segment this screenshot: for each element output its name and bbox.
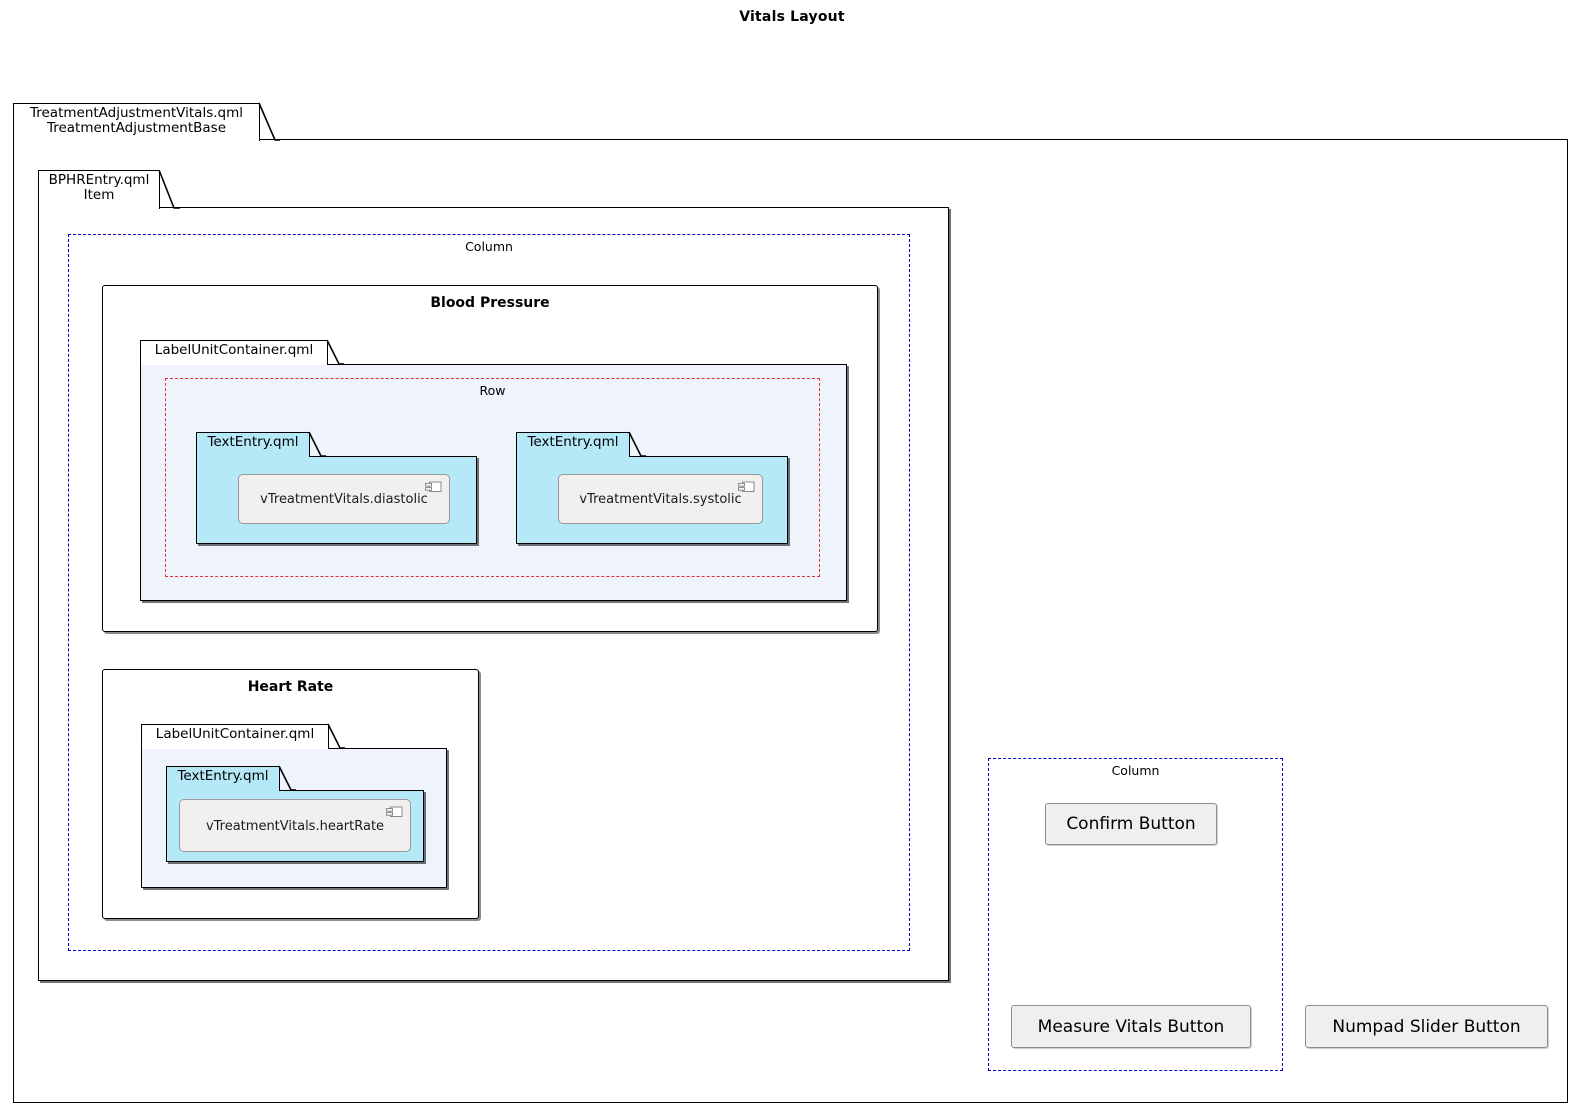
package-bphr-tab-line1: BPHREntry.qml bbox=[48, 172, 150, 188]
component-vtreatmentvitals-systolic-label: vTreatmentVitals.systolic bbox=[579, 492, 742, 508]
diagram-title: Vitals Layout bbox=[739, 9, 845, 25]
package-bphr-tab-line2: Item bbox=[83, 187, 115, 204]
layout-frame-column-actions-label: Column bbox=[1111, 763, 1160, 778]
confirm-button-label: Confirm Button bbox=[1066, 814, 1196, 834]
component-vtreatmentvitals-systolic[interactable]: vTreatmentVitals.systolic bbox=[558, 474, 763, 524]
layout-frame-column-main: Column bbox=[68, 234, 910, 951]
package-text-entry-diastolic-tab: TextEntry.qml bbox=[196, 432, 310, 457]
package-label-unit-container-hr-tab: LabelUnitContainer.qml bbox=[141, 724, 329, 749]
package-text-entry-heartrate-tab-label: TextEntry.qml bbox=[177, 768, 269, 784]
layout-frame-column-main-label: Column bbox=[465, 239, 513, 254]
package-text-entry-systolic-tab: TextEntry.qml bbox=[516, 432, 630, 457]
package-text-entry-heartrate-tab: TextEntry.qml bbox=[166, 766, 280, 791]
confirm-button[interactable]: Confirm Button bbox=[1045, 803, 1217, 845]
layout-frame-row: Row bbox=[165, 378, 820, 577]
package-text-entry-diastolic-tab-label: TextEntry.qml bbox=[207, 434, 299, 450]
numpad-slider-button[interactable]: Numpad Slider Button bbox=[1305, 1005, 1548, 1048]
package-label-unit-container-hr-tab-label: LabelUnitContainer.qml bbox=[155, 726, 315, 742]
measure-vitals-button[interactable]: Measure Vitals Button bbox=[1011, 1005, 1251, 1048]
uml-component-icon bbox=[738, 481, 755, 492]
component-vtreatmentvitals-heartrate[interactable]: vTreatmentVitals.heartRate bbox=[179, 799, 411, 852]
package-root-tab-line2: TreatmentAdjustmentBase bbox=[46, 120, 227, 137]
package-treatment-adjustment-vitals-tab: TreatmentAdjustmentVitals.qml TreatmentA… bbox=[13, 103, 260, 141]
package-label-unit-container-bp-tab-label: LabelUnitContainer.qml bbox=[154, 342, 314, 358]
package-bphr-entry-tab: BPHREntry.qml Item bbox=[38, 170, 160, 209]
group-blood-pressure-title: Blood Pressure bbox=[430, 295, 550, 311]
package-text-entry-systolic-tab-label: TextEntry.qml bbox=[527, 434, 619, 450]
package-root-tab-line1: TreatmentAdjustmentVitals.qml bbox=[29, 105, 243, 121]
package-root-tab-corner-icon bbox=[258, 102, 280, 141]
component-vtreatmentvitals-diastolic[interactable]: vTreatmentVitals.diastolic bbox=[238, 474, 450, 524]
component-vtreatmentvitals-diastolic-label: vTreatmentVitals.diastolic bbox=[260, 492, 428, 508]
uml-component-icon bbox=[425, 481, 442, 492]
numpad-slider-button-label: Numpad Slider Button bbox=[1332, 1016, 1521, 1037]
layout-frame-row-label: Row bbox=[479, 383, 506, 398]
component-vtreatmentvitals-heartrate-label: vTreatmentVitals.heartRate bbox=[205, 818, 385, 834]
layout-frame-column-actions: Column bbox=[988, 758, 1283, 1071]
package-label-unit-container-bp-tab: LabelUnitContainer.qml bbox=[140, 340, 328, 365]
measure-vitals-button-label: Measure Vitals Button bbox=[1037, 1016, 1225, 1037]
uml-component-icon bbox=[386, 806, 403, 817]
group-heart-rate-title: Heart Rate bbox=[247, 679, 334, 695]
